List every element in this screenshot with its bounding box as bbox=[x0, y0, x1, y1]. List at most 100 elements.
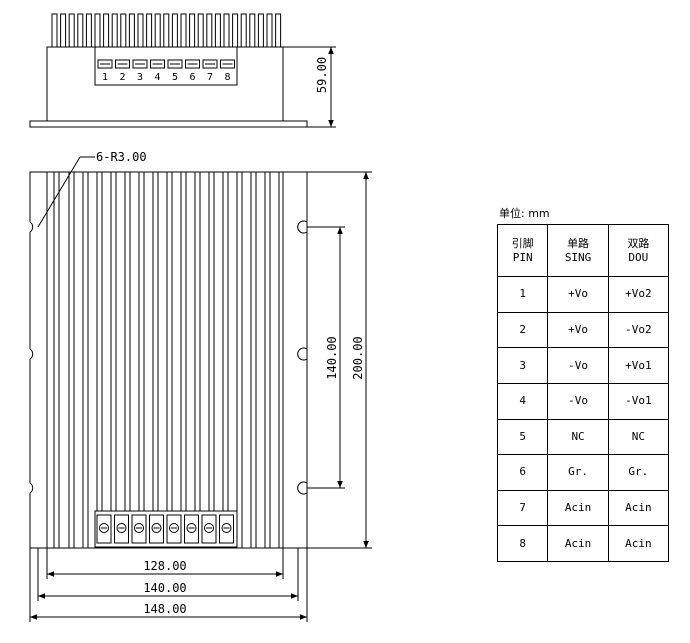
side-view-fins bbox=[51, 13, 282, 48]
dou-cell: Gr. bbox=[607, 454, 670, 491]
screw-head-icon bbox=[221, 523, 232, 533]
dou-cell: +Vo1 bbox=[607, 347, 670, 384]
top-view-outline bbox=[29, 171, 308, 549]
heatsink-fin bbox=[68, 13, 75, 48]
dou-cell: NC bbox=[607, 418, 670, 456]
pin-header-en: PIN bbox=[512, 250, 533, 264]
screw-terminal-housing bbox=[96, 514, 112, 544]
heatsink-fin bbox=[171, 13, 178, 48]
screw-head-icon bbox=[116, 523, 127, 533]
width3-dimension-label: 148.00 bbox=[143, 602, 186, 616]
heatsink-fin bbox=[232, 13, 239, 48]
pin-number-label: 6 bbox=[189, 72, 195, 83]
heatsink-fin bbox=[240, 13, 247, 48]
dou-cell: +Vo2 bbox=[607, 276, 670, 313]
dou-column-header: 双路 DOU bbox=[607, 224, 670, 277]
screw-head-icon bbox=[99, 523, 109, 533]
screw-terminal-housing bbox=[219, 514, 234, 544]
sing-header-cn: 单路 bbox=[567, 236, 590, 250]
top-view-fin-lines bbox=[46, 172, 284, 548]
screw-terminal-housing bbox=[201, 514, 217, 544]
width2-dimension-label: 140.00 bbox=[143, 581, 186, 595]
table-row: 1+Vo+Vo2 bbox=[496, 276, 670, 313]
inner-height-dimension-label: 140.00 bbox=[325, 336, 339, 379]
screw-head-icon bbox=[169, 523, 179, 533]
unit-label: 单位: mm bbox=[499, 207, 550, 220]
dou-cell: Acin bbox=[607, 489, 670, 527]
screw-terminal-housing bbox=[149, 514, 164, 544]
screw-head-icon bbox=[186, 523, 197, 533]
heatsink-fin bbox=[111, 13, 118, 48]
heatsink-fin bbox=[163, 13, 170, 48]
pin-number-label: 8 bbox=[224, 72, 230, 83]
heatsink-fin bbox=[206, 13, 213, 48]
mount-hole-right-bottom bbox=[297, 481, 308, 495]
screw-terminal-housing bbox=[184, 514, 199, 544]
screw-head-icon bbox=[204, 523, 214, 533]
pin-number-label: 4 bbox=[154, 72, 160, 83]
height-dimension-label: 59.00 bbox=[315, 57, 329, 93]
dou-header-en: DOU bbox=[628, 250, 649, 264]
pin-number-label: 1 bbox=[102, 72, 108, 83]
heatsink-fin bbox=[51, 13, 58, 48]
dou-cell: Acin bbox=[607, 525, 670, 562]
heatsink-fin bbox=[94, 13, 101, 48]
mount-hole-right-top bbox=[297, 220, 308, 234]
sing-cell: +Vo bbox=[547, 276, 609, 313]
outer-height-dimension-label: 200.00 bbox=[351, 336, 365, 379]
heatsink-fin bbox=[154, 13, 161, 48]
pin-cell: 7 bbox=[496, 489, 549, 527]
top-view-screw-terminals bbox=[96, 514, 234, 544]
table-row: 2+Vo-Vo2 bbox=[496, 311, 670, 349]
sing-cell: NC bbox=[547, 418, 609, 456]
heatsink-fin bbox=[249, 13, 256, 48]
pin-number-label: 2 bbox=[119, 72, 125, 83]
sing-cell: Acin bbox=[547, 489, 609, 527]
sing-cell: -Vo bbox=[547, 347, 609, 384]
heatsink-fin bbox=[85, 13, 92, 48]
side-view-terminals bbox=[97, 59, 235, 69]
screw-terminal-housing bbox=[166, 514, 182, 544]
pin-number-label: 7 bbox=[207, 72, 213, 83]
side-view-base-plate bbox=[29, 120, 308, 128]
table-row: 3-Vo+Vo1 bbox=[496, 347, 670, 384]
dou-cell: -Vo2 bbox=[607, 311, 670, 349]
heatsink-fin bbox=[223, 13, 230, 48]
heatsink-fin bbox=[120, 13, 127, 48]
pin-cell: 1 bbox=[496, 276, 549, 313]
pin-table: 引脚 PIN 单路 SING 双路 DOU 1+Vo+Vo2 2+Vo-Vo2 … bbox=[496, 224, 670, 562]
heatsink-fin bbox=[77, 13, 84, 48]
screw-head-icon bbox=[134, 523, 144, 533]
screw-head-icon bbox=[151, 523, 162, 533]
mount-hole-right-mid bbox=[297, 347, 308, 361]
hole-callout-leader bbox=[37, 156, 81, 228]
pin-cell: 2 bbox=[496, 311, 549, 349]
heatsink-fin bbox=[189, 13, 196, 48]
hole-callout-label: 6-R3.00 bbox=[96, 150, 147, 164]
pin-table-header: 引脚 PIN 单路 SING 双路 DOU bbox=[496, 224, 670, 277]
heatsink-fin bbox=[214, 13, 221, 48]
sing-cell: Gr. bbox=[547, 454, 609, 491]
screw-terminal-housing bbox=[114, 514, 129, 544]
sing-cell: +Vo bbox=[547, 311, 609, 349]
pin-header-cn: 引脚 bbox=[511, 236, 534, 250]
pin-number-label: 5 bbox=[172, 72, 178, 83]
screw-terminal-housing bbox=[131, 514, 147, 544]
pin-cell: 8 bbox=[496, 525, 549, 562]
pin-cell: 4 bbox=[496, 382, 549, 420]
heatsink-fin bbox=[146, 13, 153, 48]
heatsink-fin bbox=[257, 13, 264, 48]
sing-cell: -Vo bbox=[547, 382, 609, 420]
sing-cell: Acin bbox=[547, 525, 609, 562]
sing-header-en: SING bbox=[564, 250, 592, 264]
pin-cell: 6 bbox=[496, 454, 549, 491]
top-view: 6-R3.00 140.00 200.00 128.00 140.00 148.… bbox=[29, 150, 372, 622]
heatsink-fin bbox=[180, 13, 187, 48]
heatsink-fin bbox=[128, 13, 135, 48]
dou-header-cn: 双路 bbox=[627, 236, 650, 250]
heatsink-fin bbox=[60, 13, 67, 48]
